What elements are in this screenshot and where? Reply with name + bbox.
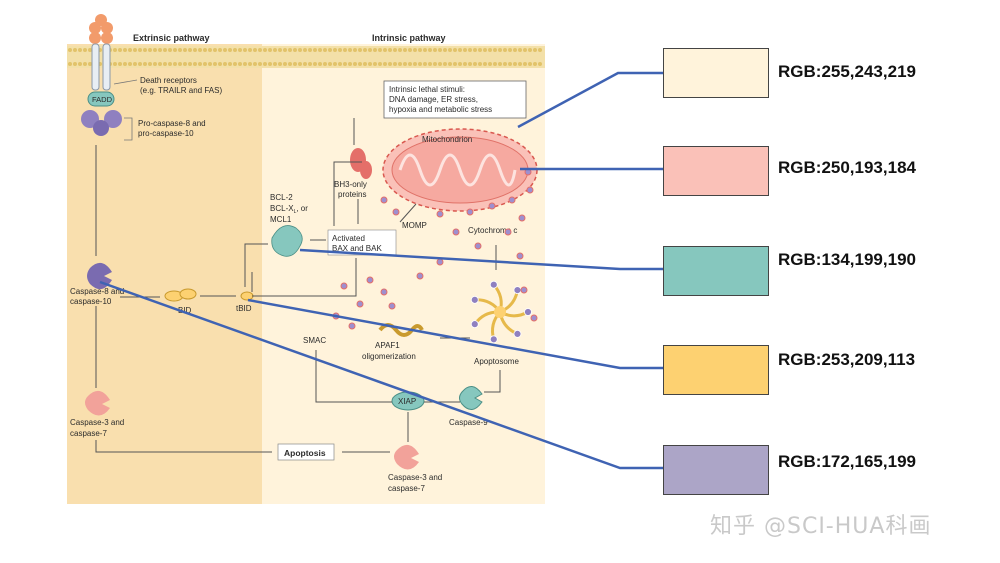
caspase-3-left-icon	[85, 390, 110, 416]
death-receptor-icon	[89, 14, 113, 91]
membrane-pattern	[68, 48, 542, 66]
apoptosis-label: Apoptosis	[284, 448, 326, 458]
smac-label: SMAC	[303, 336, 326, 345]
swatch-pink-label: RGB:250,193,184	[778, 158, 916, 177]
caspase-9-icon	[459, 386, 483, 410]
stimuli-line-2: DNA damage, ER stress,	[389, 95, 478, 104]
mitochondrion-label: Mitochondrion	[422, 135, 472, 144]
swatch-pink	[663, 146, 769, 196]
pro-caspase-label-2: pro-caspase-10	[138, 129, 194, 138]
xiap-label: XIAP	[398, 397, 416, 406]
cytochrome-c-label: Cytochrome c	[468, 226, 517, 235]
swatch-yellow-label: RGB:253,209,113	[778, 350, 916, 369]
swatch-purple	[663, 445, 769, 495]
caspase-3-bottom-label: Caspase-3 and	[388, 473, 442, 482]
apoptosome-label: Apoptosome	[474, 357, 519, 366]
activated-bax-box	[327, 229, 397, 256]
fadd-label: FADD	[92, 95, 113, 104]
bh3-only-icon	[350, 148, 372, 179]
pro-caspase-icon	[81, 110, 122, 136]
bcl2-label: BCL-2	[270, 193, 293, 202]
caspase-7-left-label: caspase-7	[70, 429, 107, 438]
swatch-cream	[663, 48, 769, 98]
bh3-label: BH3-only	[334, 180, 367, 189]
lethal-stimuli-box	[383, 80, 527, 119]
caspase-8-icon	[87, 262, 112, 290]
stimuli-title: Intrinsic lethal stimuli:	[389, 85, 465, 94]
pro-caspase-label: Pro-caspase-8 and	[138, 119, 206, 128]
swatch-purple-label: RGB:172,165,199	[778, 452, 916, 471]
mitochondrion-icon	[382, 128, 538, 212]
stimuli-line-3: hypoxia and metabolic stress	[389, 105, 492, 114]
caspase-3-left-label: Caspase-3 and	[70, 418, 124, 427]
death-receptors-label: Death receptors	[140, 76, 197, 85]
pathway-arrows	[95, 118, 501, 453]
bh3-label-2: proteins	[338, 190, 366, 199]
swatch-yellow	[663, 345, 769, 395]
caspase-10-label: caspase-10	[70, 297, 112, 306]
apoptosome-icon	[470, 280, 532, 344]
tbid-icon	[240, 291, 254, 301]
bid-label: BID	[178, 306, 192, 315]
tbid-label: tBID	[236, 304, 252, 313]
watermark: 知乎 @SCI-HUA科画	[710, 514, 932, 539]
caspase-7-bottom-label: caspase-7	[388, 484, 425, 493]
bid-icon	[164, 288, 197, 302]
caspase-8-label: Caspase-8 and	[70, 287, 124, 296]
color-connector-lines	[99, 71, 663, 470]
swatch-teal-label: RGB:134,199,190	[778, 250, 916, 269]
extrinsic-header: Extrinsic pathway	[133, 33, 210, 43]
intrinsic-panel	[262, 44, 545, 504]
swatch-teal	[663, 246, 769, 296]
bcl2-icon	[271, 225, 303, 257]
momp-label: MOMP	[402, 221, 427, 230]
apoptosis-box	[277, 443, 335, 461]
caspase-9-label: Caspase-9	[449, 418, 488, 427]
death-receptors-example-label: (e.g. TRAILR and FAS)	[140, 86, 222, 95]
intrinsic-header: Intrinsic pathway	[372, 33, 446, 43]
oligomerization-label: oligomerization	[362, 352, 416, 361]
mcl1-label: MCL1	[270, 215, 292, 224]
apaf1-label: APAF1	[375, 341, 400, 350]
fadd-icon	[87, 91, 115, 107]
caspase-3-bottom-icon	[394, 444, 419, 470]
swatch-cream-label: RGB:255,243,219	[778, 62, 916, 81]
bax-bak-label: BAX and BAK	[332, 244, 382, 253]
activated-label: Activated	[332, 234, 365, 243]
bclxl-label: BCL-XL, or	[270, 204, 308, 215]
